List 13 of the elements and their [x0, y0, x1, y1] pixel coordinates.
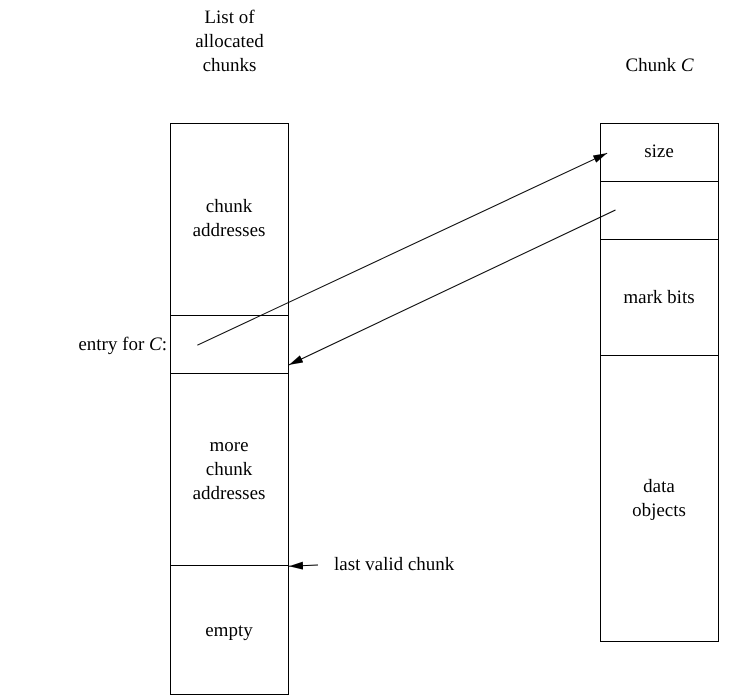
segment-label: size [643, 140, 675, 164]
segment-label: data objects [631, 475, 687, 523]
entry-caption: entry for C: [78, 333, 167, 357]
column-heading: Chunk C [624, 54, 695, 78]
segment-label: chunk addresses [192, 195, 266, 243]
segment-label: mark bits [622, 286, 696, 310]
segment-label: more chunk addresses [192, 434, 266, 506]
column-heading: List of allocated chunks [194, 6, 265, 78]
arrow [288, 562, 318, 570]
segment-label: empty [204, 618, 254, 642]
arrow [288, 210, 616, 366]
arrow [196, 152, 608, 346]
label-text: last valid chunk [318, 553, 508, 577]
